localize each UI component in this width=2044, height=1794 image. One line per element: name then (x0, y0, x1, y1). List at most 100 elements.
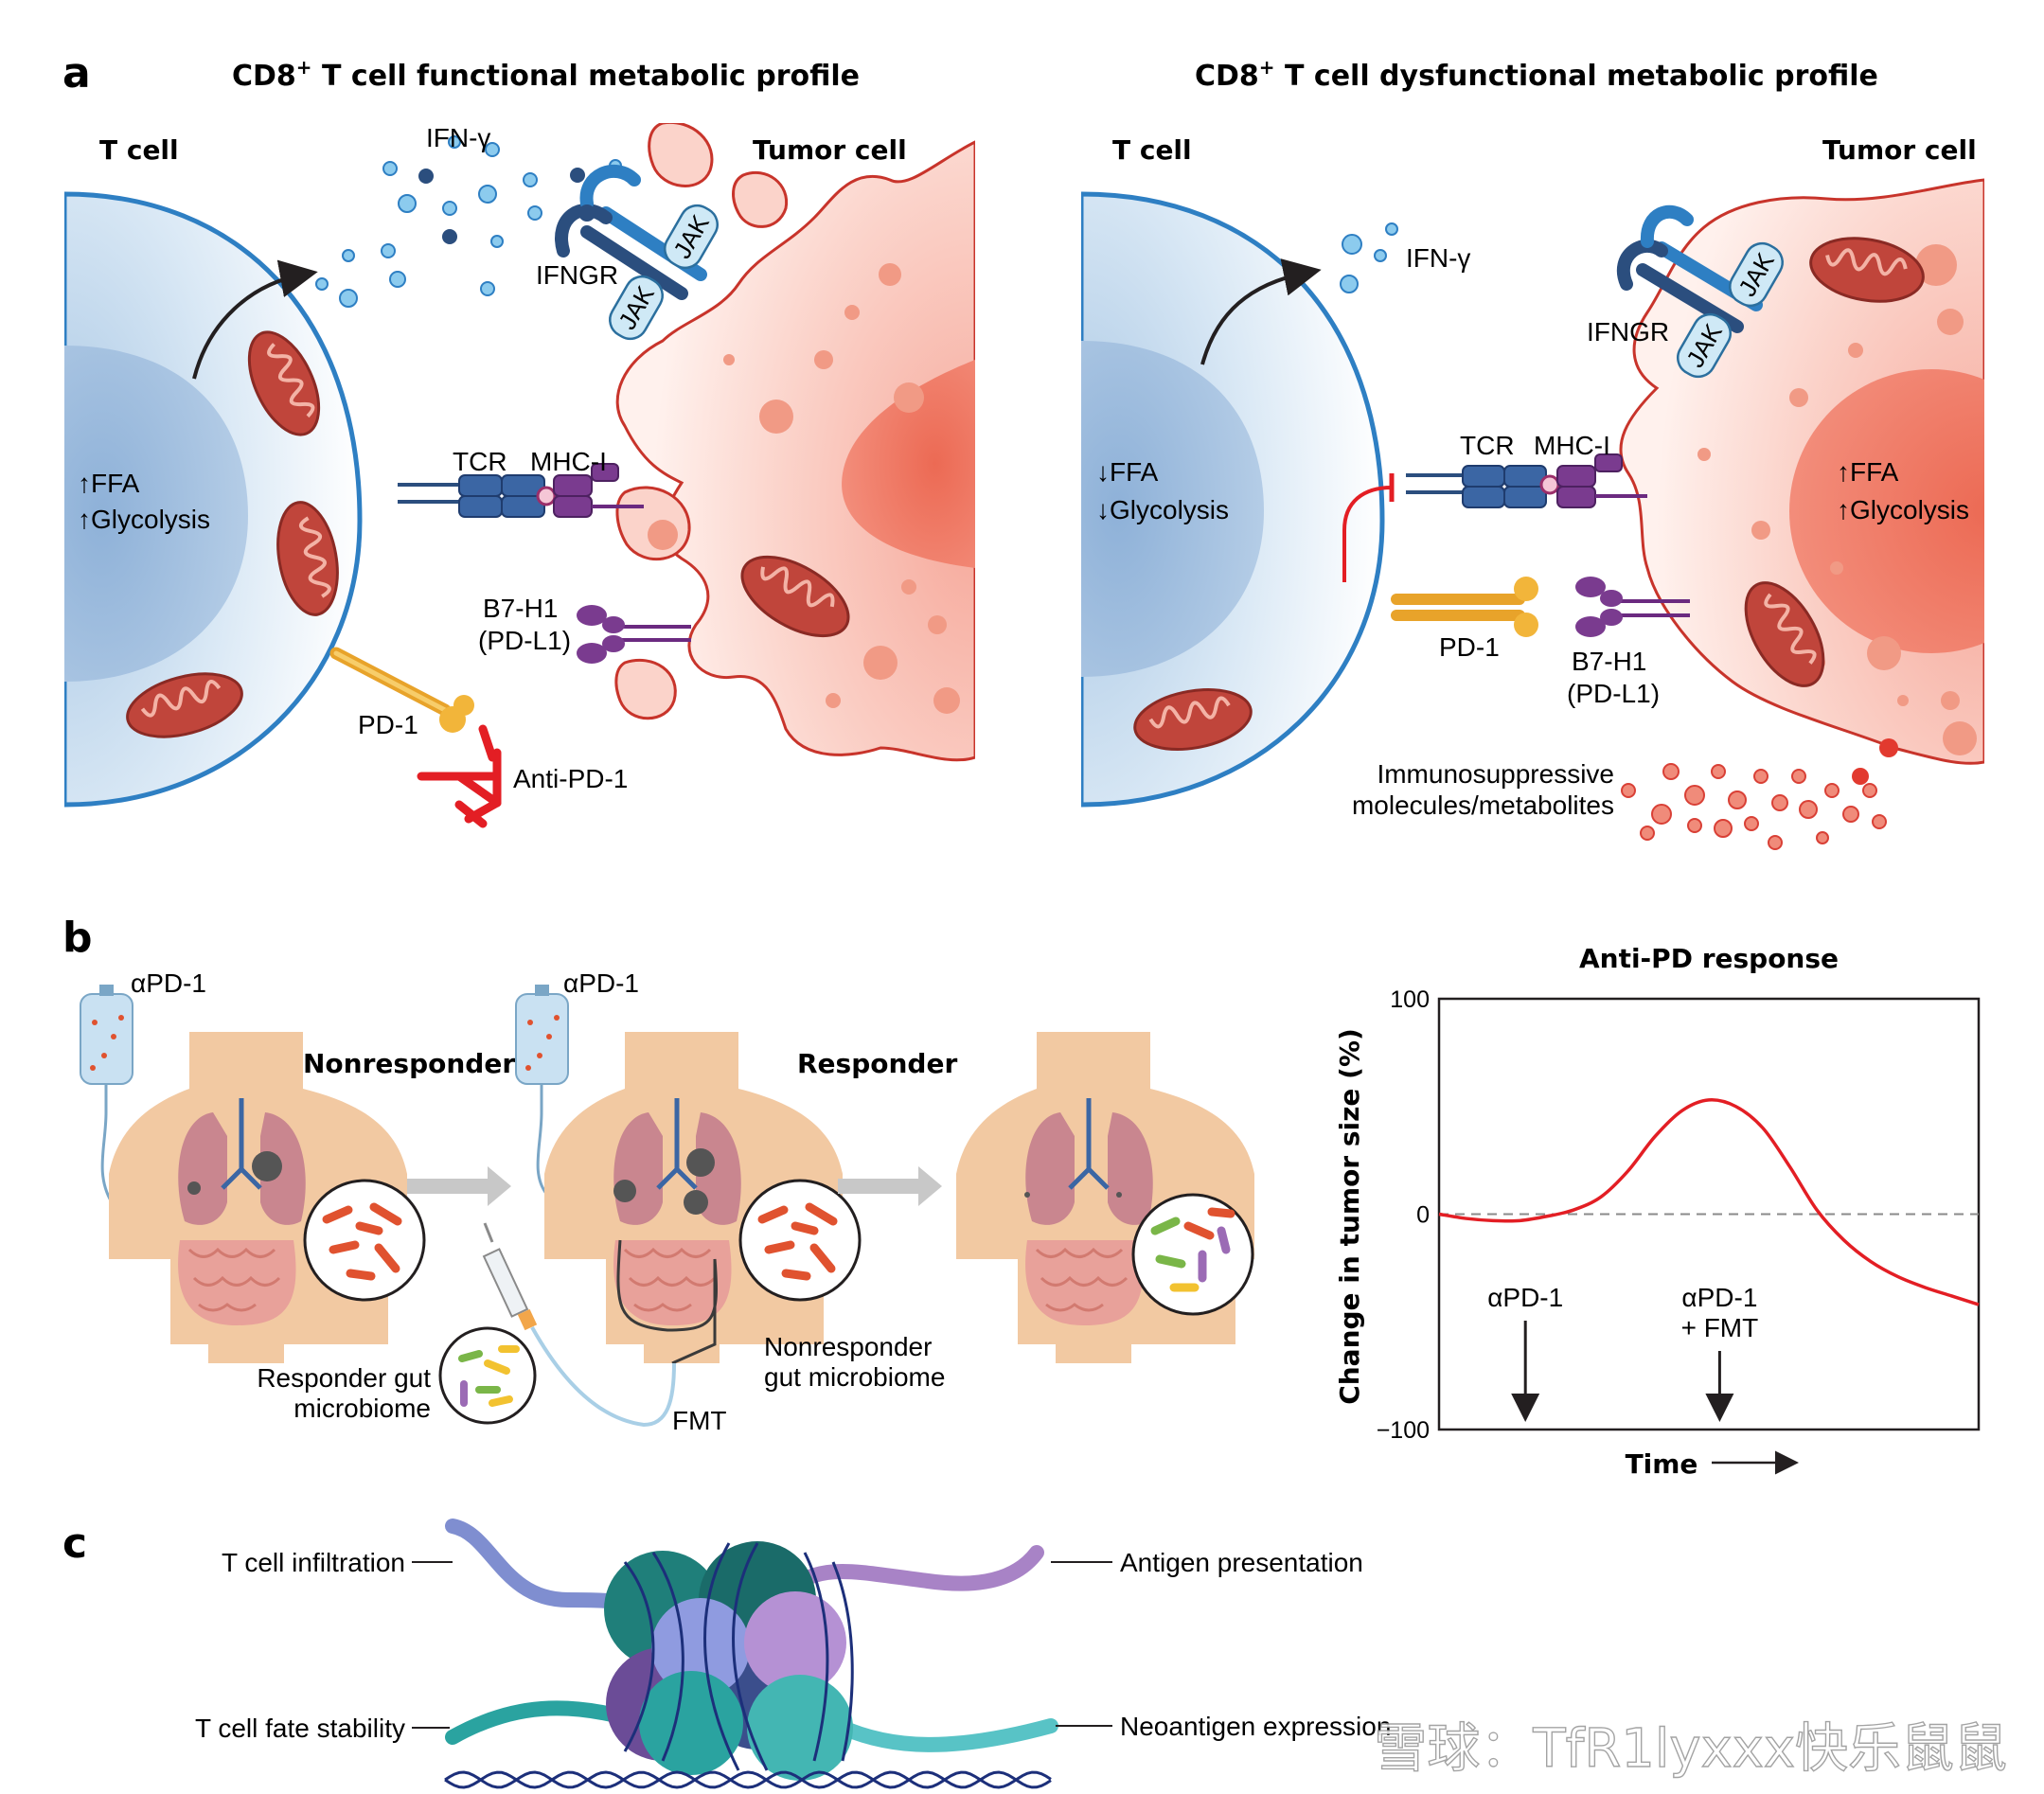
panel-a-left (64, 123, 975, 808)
mitochondrion (1744, 581, 1825, 687)
pd-l1-molecule (577, 605, 691, 664)
pd-l1-label: (PD-L1) (1567, 679, 1660, 708)
fmt-syringe (482, 1222, 676, 1428)
panel-a-letter: a (62, 49, 91, 98)
tumor-nucleus (842, 360, 975, 568)
microbiome-zoom-nonresponder-2 (738, 1179, 862, 1302)
histone-tail (826, 1715, 1058, 1752)
ifn-gamma-label: IFN-γ (1406, 243, 1470, 273)
y-axis-label: Change in tumor size (%) (1334, 1028, 1365, 1405)
t-cell-nucleus (64, 346, 248, 682)
tumor-metab-ffa: ↑FFA (1837, 457, 1899, 487)
b7-h1-label: B7-H1 (483, 594, 558, 623)
b7-h1-label: B7-H1 (1572, 647, 1646, 676)
tumor-bleb (648, 123, 714, 187)
tumor-vesicle (648, 520, 678, 550)
secretion-arrow (192, 259, 318, 380)
microbiome-zoom-responder-donor (438, 1326, 537, 1425)
mitochondrion (247, 330, 321, 436)
tumor-vesicles (1697, 244, 1977, 755)
mitochondrion (126, 672, 243, 738)
fmt-label: FMT (672, 1406, 727, 1435)
mhc-label: MHC-I (530, 447, 607, 476)
tcr-mhc-complex (1406, 453, 1647, 508)
mitochondrion (1133, 688, 1253, 751)
antigen-presentation-label: Antigen presentation (1120, 1548, 1363, 1577)
t-cell-metab-ffa: ↓FFA (1096, 457, 1159, 487)
mhc-label: MHC-I (1534, 431, 1610, 460)
tcr-label: TCR (1460, 431, 1515, 460)
ifn-gamma-particle (1342, 234, 1362, 255)
t-cell-metab-glycolysis: ↓Glycolysis (1096, 495, 1229, 524)
ifn-gamma-particle (1340, 275, 1359, 293)
annotation-label: αPD-1 (1487, 1283, 1563, 1312)
microbiome-zoom-nonresponder (303, 1179, 426, 1302)
mixed-bacteria (1150, 1207, 1235, 1292)
responder-label: Responder (797, 1048, 957, 1079)
t-cell-label: T cell (99, 134, 179, 166)
panel-c-letter: c (62, 1519, 87, 1568)
series-line (1438, 1098, 1980, 1306)
ifngr-receptor (555, 164, 707, 300)
mitochondrion (740, 555, 850, 638)
tumor-cell (615, 140, 975, 762)
pd-l1-label: (PD-L1) (478, 626, 571, 655)
pd-1-receptor (329, 647, 474, 733)
neoantigen-expression-label: Neoantigen expression (1120, 1712, 1391, 1741)
ifn-gamma-label: IFN-γ (426, 123, 490, 152)
ifn-gamma-particles (315, 135, 622, 308)
metabolites-label: molecules/metabolites (1352, 790, 1614, 820)
ifn-gamma-particle (1374, 249, 1387, 262)
y-tick-label: −100 (1377, 1417, 1430, 1444)
inhibition-line (1342, 486, 1393, 582)
tcr-label: TCR (453, 447, 507, 476)
jak-box: JAK (1677, 312, 1732, 379)
metabolite-dot (1879, 738, 1898, 757)
panel-a-right (1081, 178, 1984, 808)
ifngr-label: IFNGR (1587, 317, 1669, 346)
panel-a-right-title: CD8+ T cell dysfunctional metabolic prof… (1195, 56, 1878, 93)
progression-arrow (407, 1166, 511, 1206)
immunosuppressive-label: Immunosuppressive (1377, 759, 1614, 789)
tumor-bleb (614, 658, 677, 720)
responder-gut-label-1: Responder gut (257, 1363, 431, 1393)
ifn-gamma-particle (1385, 222, 1398, 236)
secretion-arrow (1200, 258, 1322, 365)
red-bacteria (757, 1202, 838, 1281)
red-bacteria (322, 1202, 402, 1281)
tcr-mhc-complex (398, 463, 644, 518)
y-tick-label: 0 (1416, 1202, 1430, 1229)
mitochondrion (276, 501, 339, 616)
pd-1-label: PD-1 (358, 710, 418, 739)
t-cell-metab-ffa: ↑FFA (78, 469, 140, 498)
apd1-label-2: αPD-1 (563, 968, 639, 998)
anti-pd-1-label: Anti-PD-1 (513, 764, 628, 793)
pd-l1-molecule (1575, 577, 1690, 637)
nonresponder-gut-label-1: Nonresponder (764, 1332, 932, 1361)
mitochondrion (1809, 237, 1925, 303)
watermark: 雪球：TfR1lyxxx快乐鼠鼠 (1374, 1718, 2007, 1780)
chart-title: Anti-PD response (1579, 943, 1839, 974)
immunosuppressive-dots (1621, 763, 1887, 850)
t-cell-label: T cell (1112, 134, 1192, 166)
histone-tail (778, 1545, 1044, 1598)
panel-b-letter: b (62, 914, 93, 962)
mixed-bacteria (458, 1345, 520, 1407)
tumor-metab-glycolysis: ↑Glycolysis (1837, 495, 1969, 524)
pd-1-receptor (1391, 577, 1538, 637)
y-axis: 100 0 −100 (1377, 986, 1430, 1444)
dna-wrap (623, 1542, 854, 1771)
tumor-bleb (732, 170, 789, 228)
iv-bag (80, 985, 141, 1205)
y-tick-label: 100 (1390, 986, 1430, 1013)
tumor-vesicles (723, 263, 960, 714)
t-cell-infiltration-label: T cell infiltration (222, 1548, 405, 1577)
tumor-cell-label: Tumor cell (1822, 134, 1977, 166)
apd1-label-1: αPD-1 (131, 968, 206, 998)
metabolite-dot (1852, 768, 1869, 785)
jak-box: JAK (664, 204, 719, 270)
progression-arrow (838, 1166, 942, 1206)
